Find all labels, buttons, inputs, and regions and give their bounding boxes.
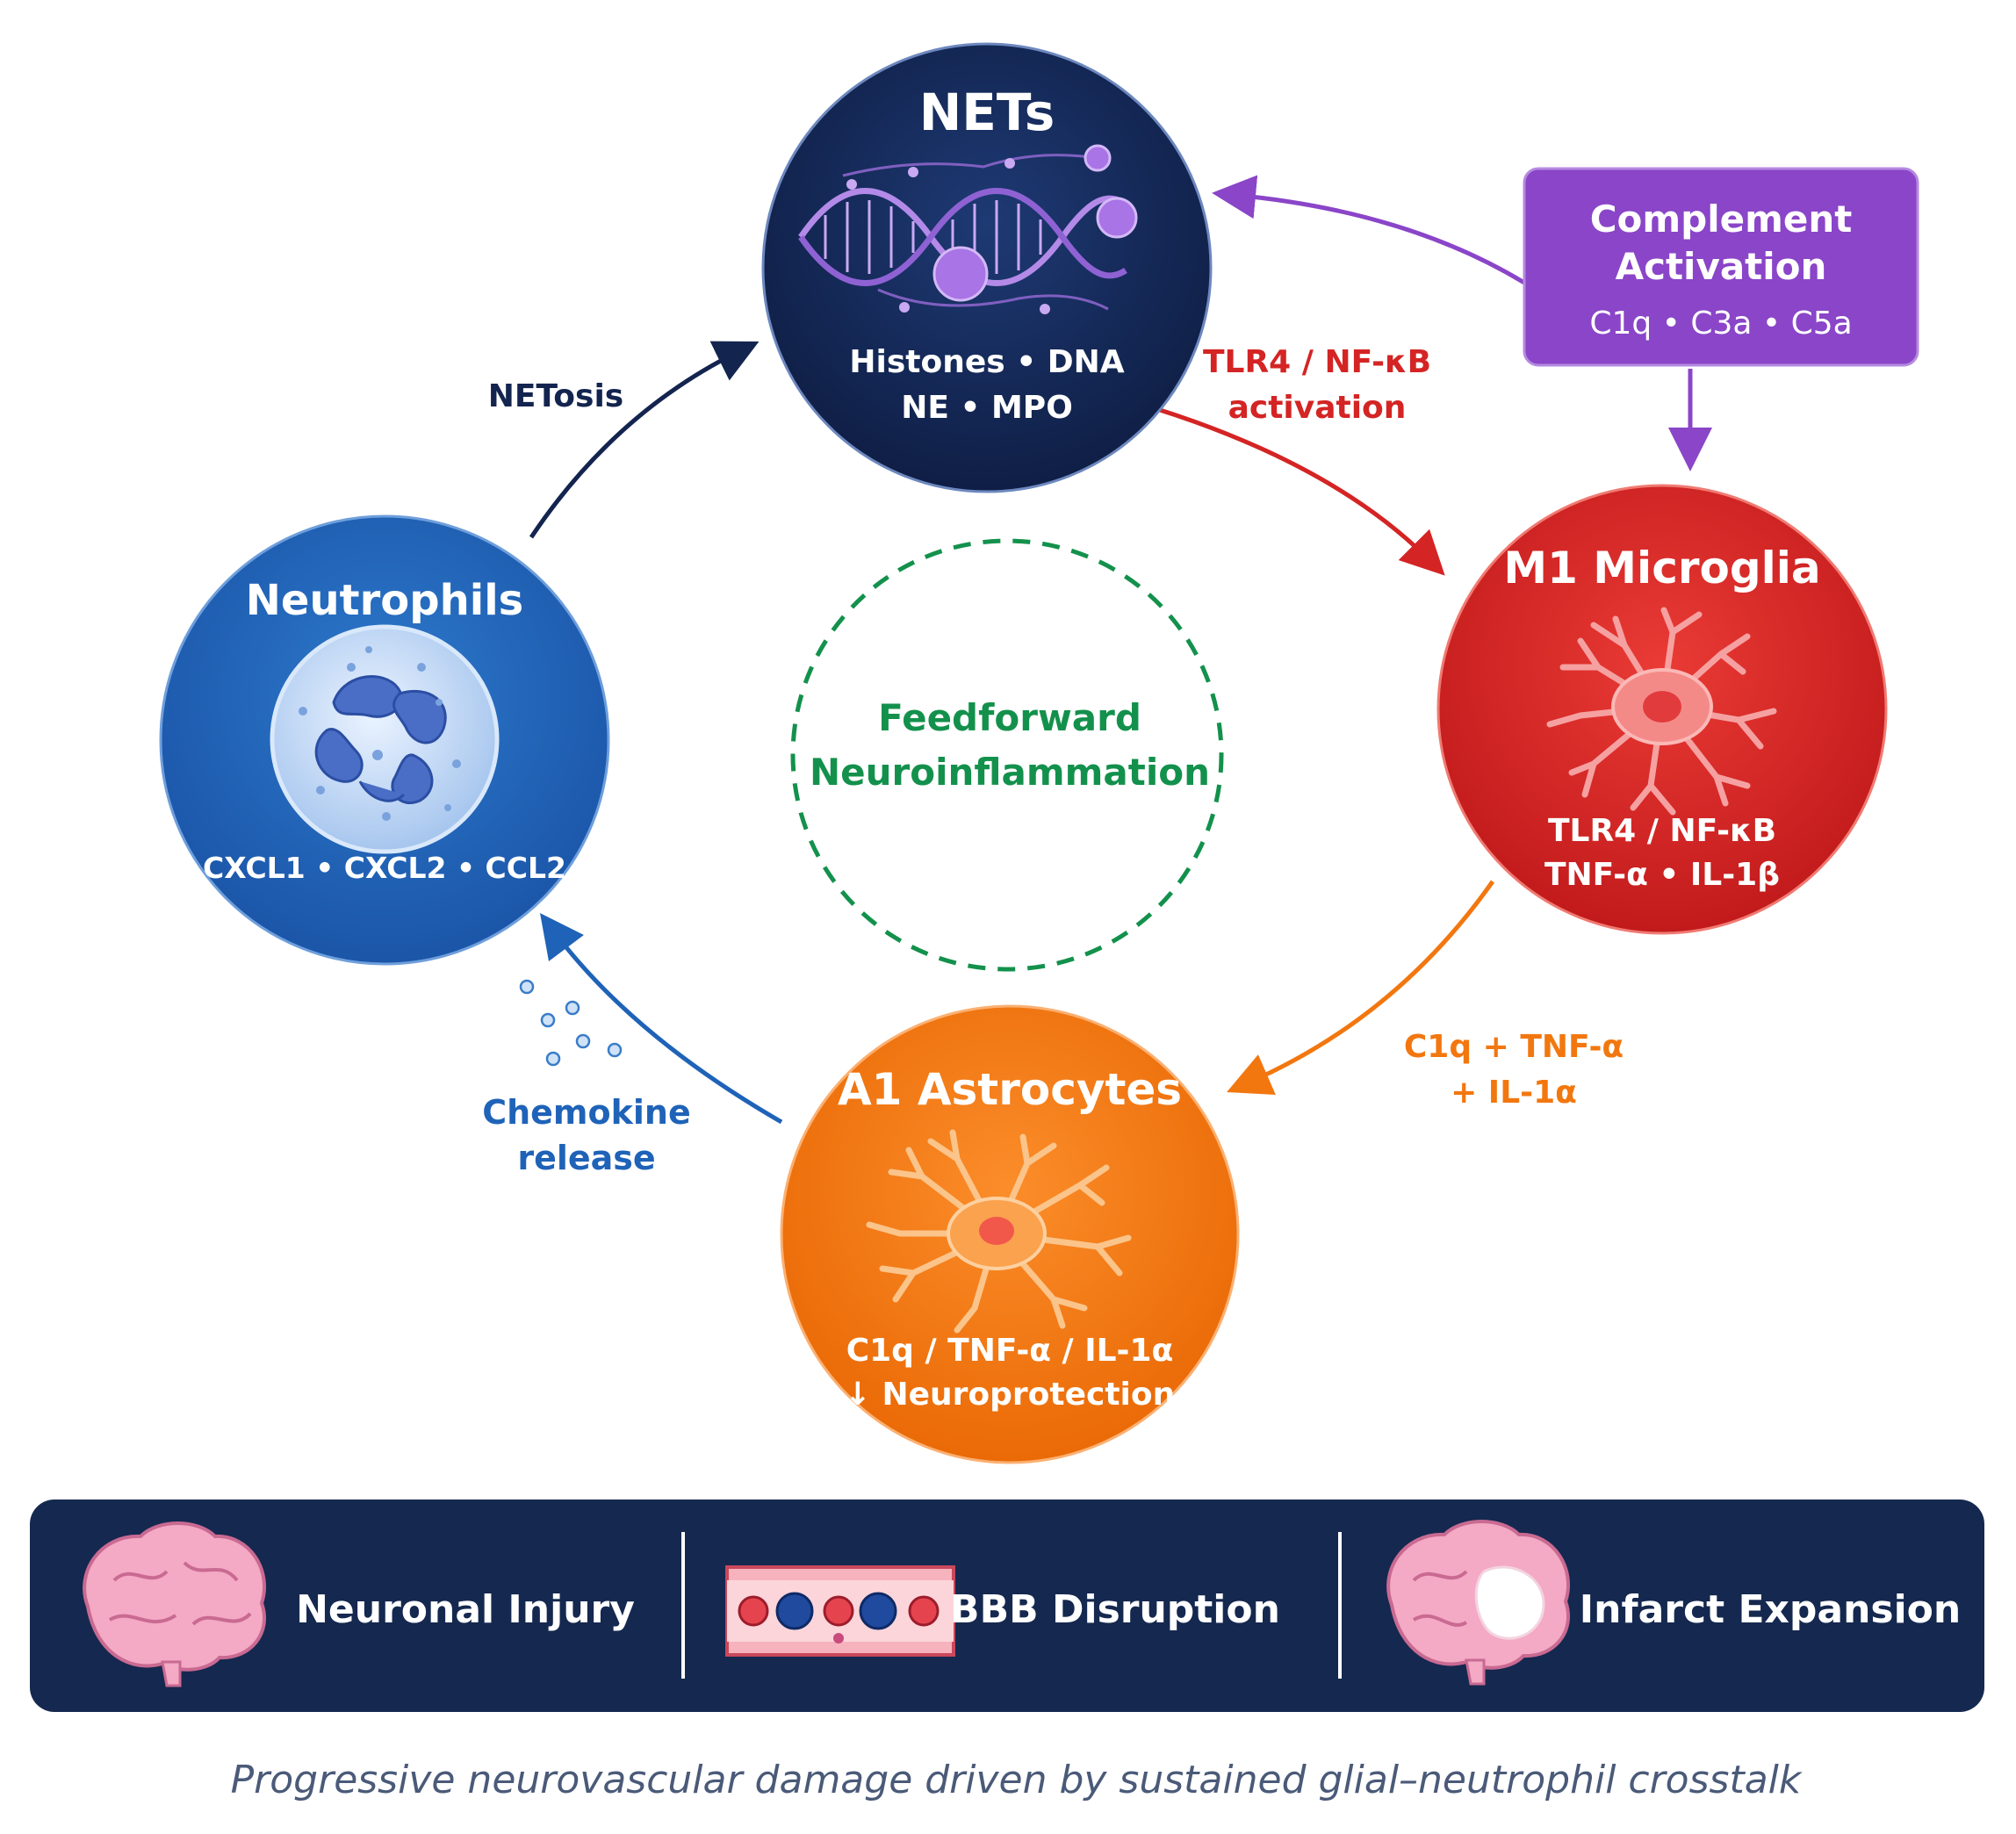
figure-caption: Progressive neurovascular damage driven … — [231, 1758, 1803, 1802]
astrocyte-cell-icon — [866, 1129, 1132, 1334]
nets-node: NETs — [761, 42, 1213, 493]
astrocytes-markers-line2: ↓ Neuroprotection — [845, 1377, 1176, 1413]
brain-infarct-icon — [1386, 1520, 1571, 1686]
astrocytes-title: A1 Astrocytes — [838, 1064, 1182, 1115]
neutrophils-title: Neutrophils — [246, 576, 524, 625]
a1-astrocytes-node: A1 Astrocytes C1q / TNF-α / IL-1α ↓ Neur… — [780, 1004, 1240, 1464]
dna-strand-icon — [798, 144, 1138, 314]
microglia-title: M1 Microglia — [1503, 543, 1820, 593]
feedforward-center: Feedforward Neuroinflammation — [790, 538, 1224, 972]
label-c1q-line1: C1q + TNF-α — [1404, 1029, 1624, 1065]
complement-title-line2: Activation — [1616, 245, 1827, 288]
arrow-netosis — [529, 341, 760, 539]
label-tlr4-line1: TLR4 / NF-κB — [1203, 344, 1431, 380]
microglia-markers-line2: TNF-α • IL-1β — [1544, 857, 1780, 893]
center-line2: Neuroinflammation — [810, 751, 1210, 794]
brain-icon — [83, 1521, 267, 1687]
microglia-cell-icon — [1546, 607, 1777, 816]
astrocytes-markers-line1: C1q / TNF-α / IL-1α — [846, 1333, 1174, 1369]
blood-vessel-icon — [725, 1565, 955, 1657]
m1-microglia-node: M1 Microglia TLR4 / NF-κB TNF-α • IL-1β — [1436, 484, 1888, 935]
nets-title: NETs — [919, 83, 1055, 142]
arrow-chemokine-release — [539, 913, 783, 1125]
label-netosis: NETosis — [488, 378, 623, 414]
label-chemokine-line1: Chemokine — [482, 1093, 691, 1132]
arrow-complement-to-nets — [1212, 175, 1526, 285]
center-line1: Feedforward — [878, 696, 1141, 739]
complement-activation-box: Complement Activation C1q • C3a • C5a — [1523, 167, 1919, 367]
complement-title-line1: Complement — [1590, 198, 1853, 241]
neutrophils-node: Neutrophils CXCL1 • CXCL2 • CCL2 — [159, 514, 610, 966]
chemokine-particles — [519, 979, 623, 1067]
microglia-markers-line1: TLR4 / NF-κB — [1548, 813, 1776, 849]
outcome-bbb-disruption: BBB Disruption — [950, 1587, 1280, 1632]
label-chemokine-line2: release — [517, 1139, 655, 1177]
outcome-infarct-expansion: Infarct Expansion — [1580, 1587, 1961, 1632]
outcomes-banner: Neuronal Injury BBB Disruption Infarct E… — [30, 1500, 1984, 1712]
arrow-tlr4-activation — [1156, 406, 1445, 576]
nets-markers-line1: Histones • DNA — [849, 344, 1124, 380]
label-c1q-line2: + IL-1α — [1451, 1075, 1577, 1111]
neutrophils-markers: CXCL1 • CXCL2 • CCL2 — [203, 851, 566, 885]
complement-factors: C1q • C3a • C5a — [1589, 306, 1852, 342]
arrow-c1q-tnf — [1227, 880, 1495, 1095]
outcome-neuronal-injury: Neuronal Injury — [296, 1587, 635, 1632]
neutrophil-cell-icon — [270, 624, 500, 854]
nets-markers-line2: NE • MPO — [901, 390, 1073, 426]
label-tlr4-line2: activation — [1228, 390, 1407, 426]
